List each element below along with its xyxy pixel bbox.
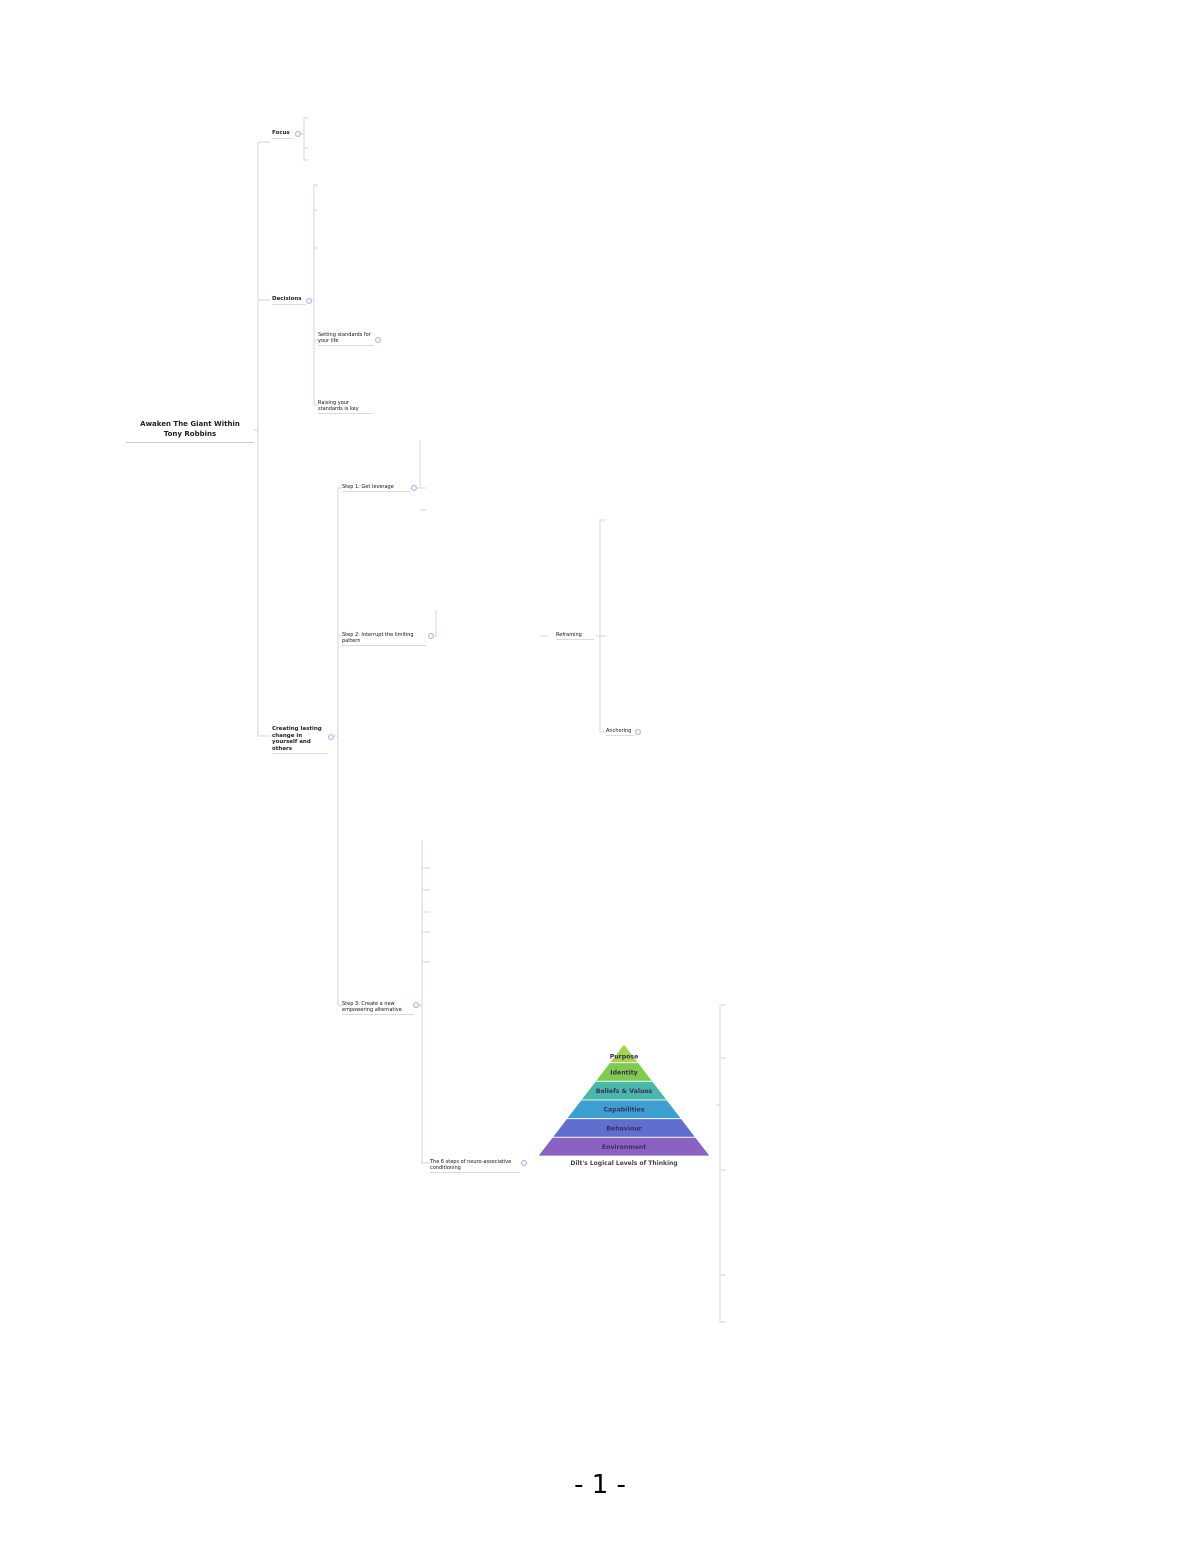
pyramid-label: Beliefs & Values xyxy=(596,1088,653,1095)
branch-creating-lasting-change[interactable]: Creating lasting change in yourself and … xyxy=(272,726,328,754)
collapse-toggle-icon[interactable] xyxy=(635,729,641,735)
collapse-toggle-icon[interactable] xyxy=(295,131,301,137)
step-1-node[interactable]: Step 1: Get leverage xyxy=(342,484,410,492)
collapse-toggle-icon[interactable] xyxy=(375,337,381,343)
anchoring-node[interactable]: Anchoring xyxy=(606,728,634,736)
collapse-toggle-icon[interactable] xyxy=(306,298,312,304)
pyramid-label: Environment xyxy=(602,1144,647,1151)
root-topic[interactable]: Awaken The Giant Within Tony Robbins xyxy=(126,419,254,443)
page-number: - 1 - xyxy=(574,1470,626,1500)
branch-focus[interactable]: Focus xyxy=(272,130,294,139)
collapse-toggle-icon[interactable] xyxy=(328,734,334,740)
root-title-line1: Awaken The Giant Within xyxy=(140,420,240,428)
step-3-node[interactable]: Step 3: Create a new empowering alternat… xyxy=(342,1001,414,1015)
decisions-note-node[interactable]: Raising your standards is key xyxy=(318,400,374,414)
branch-decisions[interactable]: Decisions xyxy=(272,296,306,305)
collapse-toggle-icon[interactable] xyxy=(428,633,434,639)
collapse-toggle-icon[interactable] xyxy=(413,1002,419,1008)
collapse-toggle-icon[interactable] xyxy=(521,1160,527,1166)
pyramid-caption: Dilt's Logical Levels of Thinking xyxy=(570,1160,677,1167)
root-title-line2: Tony Robbins xyxy=(163,430,217,438)
decisions-sub-node[interactable]: Setting standards for your life xyxy=(318,332,374,346)
collapse-toggle-icon[interactable] xyxy=(411,485,417,491)
step-2-node[interactable]: Step 2: Interrupt the limiting pattern xyxy=(342,632,426,646)
pyramid-label: Purpose xyxy=(610,1054,639,1061)
reframing-node[interactable]: Reframing xyxy=(556,632,594,640)
pyramid-level-environment xyxy=(537,1136,711,1157)
pyramid-label: Behaviour xyxy=(606,1125,642,1132)
pyramid-label: Identity xyxy=(610,1069,637,1076)
logical-levels-node[interactable]: The 6 steps of neuro-associative conditi… xyxy=(430,1159,520,1173)
pyramid-label: Capabilities xyxy=(603,1107,644,1114)
